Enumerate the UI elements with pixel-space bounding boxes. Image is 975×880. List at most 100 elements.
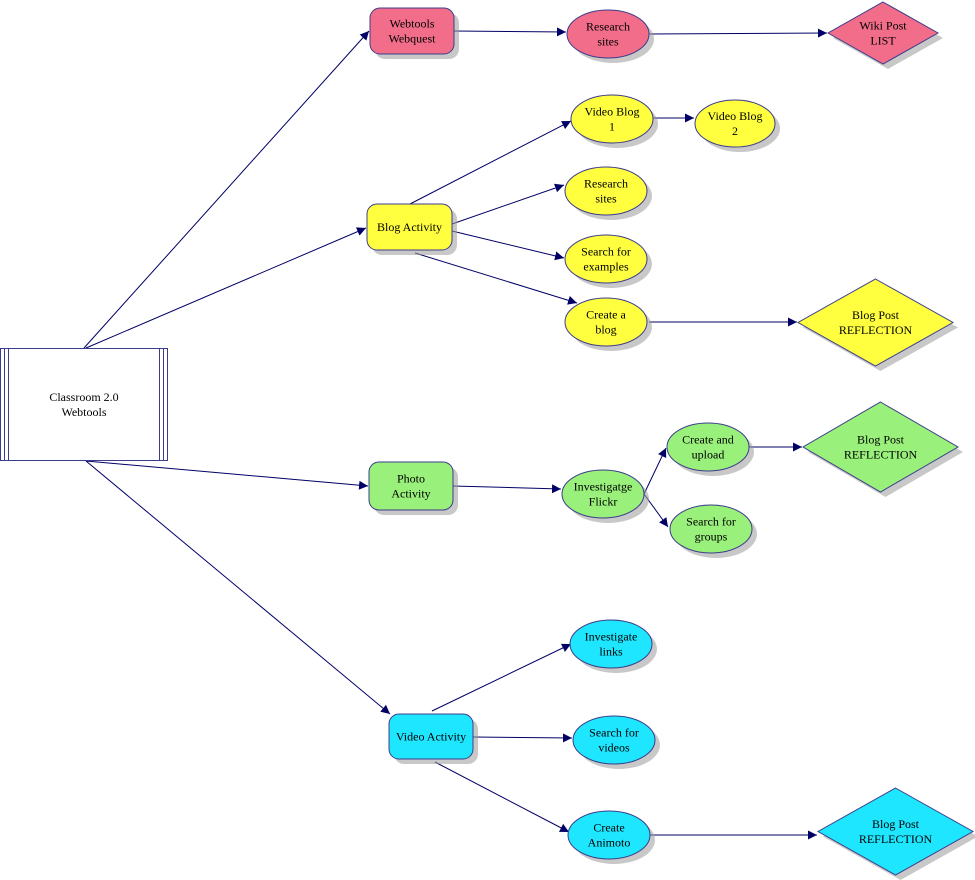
connector-blog-activity-to-search-for-examples <box>451 230 565 261</box>
connector-root-to-photo-activity <box>85 460 369 490</box>
connector-research-sites-1-to-wiki-post-list <box>648 28 828 38</box>
node-label: groups <box>695 530 728 544</box>
connector-investigate-flickr-to-create-and-upload <box>643 447 667 495</box>
node-label: Activity <box>391 487 430 501</box>
node-label: Webtools <box>389 17 434 31</box>
node-label: Blog Post <box>852 308 900 322</box>
node-label: Classroom 2.0 <box>49 390 118 404</box>
node-label: links <box>599 645 623 659</box>
connector-webtools-webquest-to-research-sites-1 <box>453 27 567 37</box>
connector-root-to-webtools-webquest <box>83 30 370 349</box>
connector-video-activity-to-search-for-videos <box>472 733 573 743</box>
node-shape <box>567 810 651 860</box>
node-label: Create and <box>682 433 734 447</box>
node-label: LIST <box>870 34 896 48</box>
node-label: blog <box>595 323 616 337</box>
node-label: Webquest <box>388 32 436 46</box>
node-label: 1 <box>609 120 615 134</box>
node-shape <box>388 713 474 760</box>
node-label: REFLECTION <box>844 448 918 462</box>
connector-root-to-blog-activity <box>85 227 367 349</box>
node-label: sites <box>595 192 617 206</box>
node-label: videos <box>598 741 630 755</box>
node-label: Photo <box>397 472 425 486</box>
node-shape <box>564 297 648 347</box>
node-label: examples <box>583 260 629 274</box>
connector-layer <box>83 27 828 840</box>
connector-video-activity-to-create-animoto <box>434 761 570 833</box>
node-label: sites <box>597 35 619 49</box>
node-label: 2 <box>732 124 738 138</box>
node-shape <box>572 715 656 765</box>
node-label: Video Activity <box>396 730 466 744</box>
node-shape <box>561 469 645 519</box>
node-shape <box>570 94 654 144</box>
node-label: Video Blog <box>585 105 640 119</box>
node-shape <box>368 461 454 511</box>
node-label: Search for <box>581 245 631 259</box>
node-label: REFLECTION <box>859 832 933 846</box>
node-label: Investigatge <box>574 480 633 494</box>
node-shape <box>566 9 650 59</box>
node-label: Wiki Post <box>859 19 907 33</box>
node-label: Animoto <box>588 836 631 850</box>
connector-blog-activity-to-video-blog-1 <box>409 120 572 205</box>
node-shape <box>802 401 959 493</box>
node-label: Blog Activity <box>377 220 442 234</box>
node-label: Investigate <box>585 630 638 644</box>
node-shape <box>564 166 648 216</box>
node-video-activity[interactable]: Video Activity <box>388 713 478 764</box>
node-label: Create a <box>586 308 626 322</box>
node-label: REFLECTION <box>839 323 913 337</box>
node-shape <box>666 422 750 472</box>
node-shape <box>366 203 453 251</box>
connector-photo-activity-to-investigate-flickr <box>452 484 562 494</box>
node-label: Blog Post <box>857 433 905 447</box>
node-label: Search for <box>686 515 736 529</box>
node-shape <box>816 787 975 876</box>
node-label: Blog Post <box>872 817 920 831</box>
node-shape <box>564 234 648 284</box>
node-shape <box>694 99 776 148</box>
node-blog-activity[interactable]: Blog Activity <box>366 203 457 255</box>
connector-video-activity-to-investigate-links <box>431 643 572 712</box>
node-shape <box>826 1 940 65</box>
node-label: Flickr <box>589 495 618 509</box>
node-label: Research <box>586 20 630 34</box>
node-shape <box>669 504 753 554</box>
connector-blog-activity-to-research-sites-2 <box>451 183 565 225</box>
node-label: upload <box>692 448 725 462</box>
connector-blog-activity-to-create-a-blog <box>414 252 578 305</box>
node-label: Video Blog <box>708 109 763 123</box>
node-shape <box>369 7 455 55</box>
node-shape <box>796 278 955 367</box>
node-shape <box>569 619 653 669</box>
node-label: Research <box>584 177 628 191</box>
node-label: Webtools <box>61 405 106 419</box>
node-label: Search for <box>589 726 639 740</box>
node-label: Create <box>593 821 624 835</box>
node-shape <box>0 348 168 461</box>
connector-root-to-video-activity <box>85 460 391 715</box>
